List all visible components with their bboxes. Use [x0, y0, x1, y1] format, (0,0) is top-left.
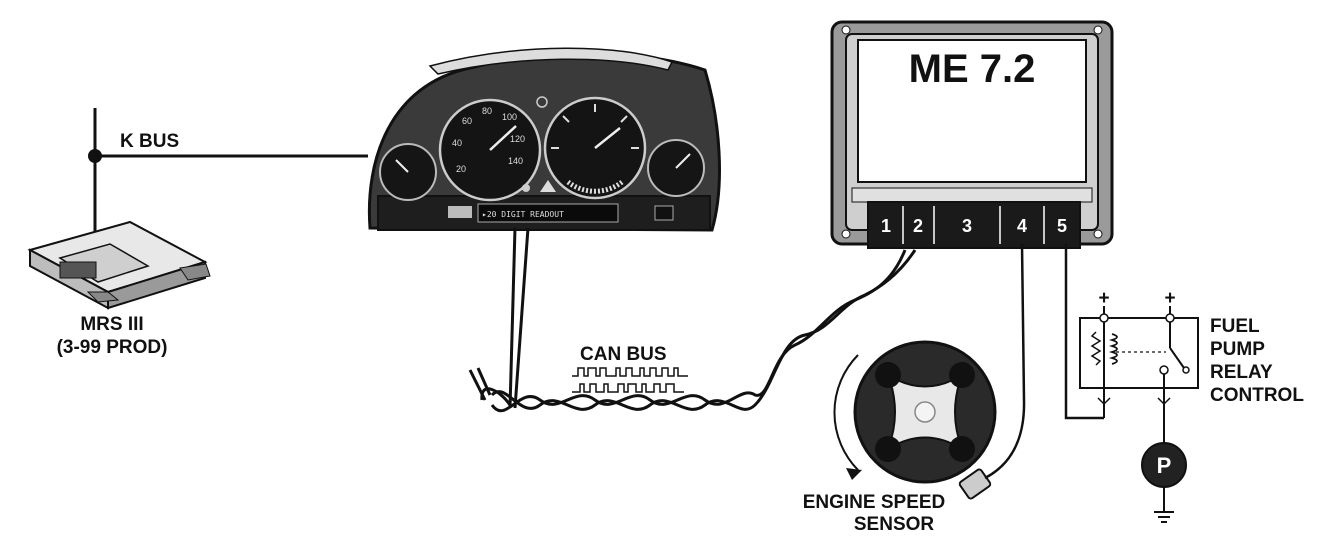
k-bus-label: K BUS [120, 131, 179, 152]
speedo-tick-label: 80 [482, 106, 492, 116]
fuel-pump-label: P [1157, 453, 1172, 478]
mrs-module [27, 220, 211, 310]
relay-plus-right: + [1164, 288, 1175, 309]
ecu-pin-2: 2 [913, 216, 923, 236]
sensor-label-line1: ENGINE SPEED [803, 492, 946, 513]
relay-control-wire [1064, 244, 1104, 420]
fuel-pump-relay [1079, 306, 1199, 444]
relay-label-line3: RELAY [1210, 362, 1273, 383]
ecu-title: ME 7.2 [909, 47, 1036, 91]
ground-icon [1154, 511, 1174, 523]
ecu-pin-4: 4 [1017, 216, 1027, 236]
digit-readout-display [477, 203, 619, 223]
digit-readout-text: ▸20 DIGIT READOUT [482, 210, 564, 219]
speedo-tick-label: 120 [510, 134, 525, 144]
ecu-connector [867, 201, 1081, 249]
sensor-wire [984, 243, 1026, 480]
mrs-label-line2: (3-99 PROD) [57, 337, 168, 358]
relay-label-line1: FUEL [1210, 316, 1260, 337]
instrument-cluster: 20 40 60 80 100 120 140 ▸20 DIGIT READOU… [367, 47, 721, 232]
speedo-tick-label: 60 [462, 116, 472, 126]
speedo-tick-label: 40 [452, 138, 462, 148]
relay-coil [1108, 333, 1118, 365]
ecu-pin-3: 3 [962, 216, 972, 236]
relay-plus-left: + [1098, 288, 1109, 309]
can-bus-twisted-pair [468, 227, 917, 413]
ecu-pin-5: 5 [1057, 216, 1067, 236]
engine-speed-sensor [833, 340, 997, 500]
relay-label-line4: CONTROL [1210, 385, 1304, 406]
speedo-tick-label: 100 [502, 112, 517, 122]
ecu-pin-1: 1 [881, 216, 891, 236]
k-bus-junction [88, 149, 102, 163]
mrs-label-line1: MRS III [80, 314, 143, 335]
relay-resistor [1090, 331, 1102, 366]
speedo-tick-label: 140 [508, 156, 523, 166]
sensor-label-line2: SENSOR [854, 514, 935, 535]
relay-label-line2: PUMP [1210, 339, 1265, 360]
speedo-tick-label: 20 [456, 164, 466, 174]
can-bus-signal-waveform [572, 367, 688, 393]
can-bus-label: CAN BUS [580, 344, 667, 365]
